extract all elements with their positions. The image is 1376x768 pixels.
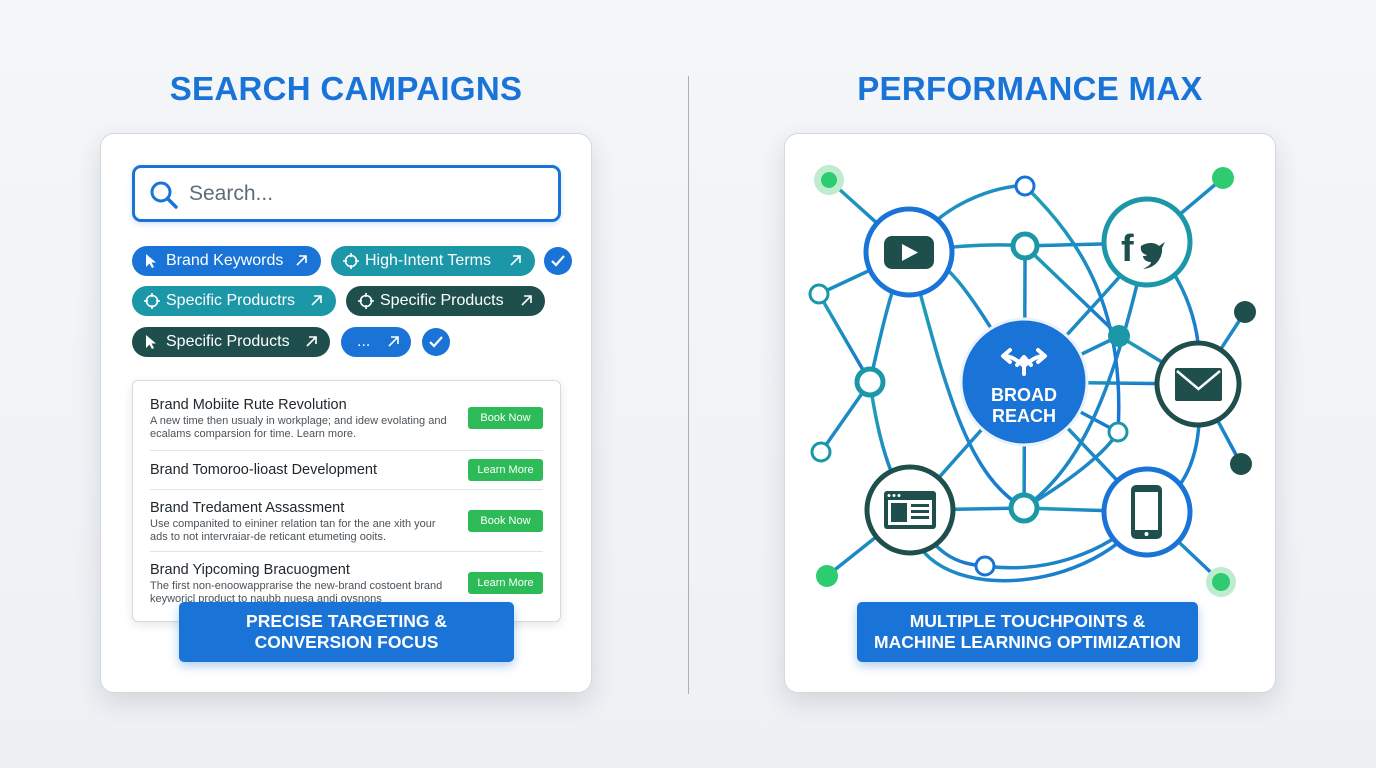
book-now-button[interactable]: Book Now <box>468 407 543 429</box>
banner-line: MULTIPLE TOUCHPOINTS & <box>909 611 1146 631</box>
chip-label: ... <box>357 333 371 350</box>
mobile-icon <box>1131 485 1162 539</box>
precise-targeting-banner: PRECISE TARGETING & CONVERSION FOCUS <box>179 602 514 662</box>
network-diagram: f <box>808 165 1256 597</box>
target-icon <box>358 293 374 309</box>
social-media-icon: f <box>1121 228 1165 270</box>
target-icon <box>343 253 359 269</box>
youtube-icon <box>884 236 934 269</box>
arrow-up-right-icon <box>306 336 317 347</box>
result-title[interactable]: Brand Tredament Assassment <box>150 500 345 516</box>
search-input[interactable] <box>189 180 549 208</box>
arrow-up-right-icon <box>296 255 307 266</box>
result-title[interactable]: Brand Mobiite Rute Revolution <box>150 397 347 413</box>
chip-label: Brand Keywords <box>166 252 284 269</box>
small-nodes <box>808 165 1256 597</box>
performance-max-title: PERFORMANCE MAX <box>857 70 1203 107</box>
hub-line: BROAD <box>991 385 1057 405</box>
mobile-node[interactable] <box>1101 466 1193 558</box>
banner-line: PRECISE TARGETING & <box>246 611 447 631</box>
chip-label: High-Intent Terms <box>365 252 491 269</box>
check-icon[interactable] <box>544 247 572 275</box>
search-campaigns-panel: Brand Keywords High-Intent Terms Specifi… <box>100 133 592 693</box>
search-result-row: Brand Tredament Assassment Use companite… <box>150 490 543 552</box>
keyword-chip-specific-products[interactable]: Specific Products <box>132 327 330 357</box>
social-media-node[interactable]: f <box>1101 196 1193 288</box>
search-result-row: Brand Mobiite Rute Revolution A new time… <box>150 381 543 451</box>
result-description: Use companited to eininer relation tan f… <box>150 518 436 543</box>
search-results-list: Brand Mobiite Rute Revolution A new time… <box>132 380 561 622</box>
result-description: A new time then usualy in workplage; and… <box>150 415 447 440</box>
email-node[interactable] <box>1154 340 1242 428</box>
email-icon <box>1175 368 1222 401</box>
chip-label: Specific Products <box>166 333 290 350</box>
broad-reach-hub[interactable] <box>959 317 1089 447</box>
chip-label: Specific Productrs <box>166 292 295 309</box>
keyword-chip-high-intent-terms[interactable]: High-Intent Terms <box>331 246 535 276</box>
keyword-chip-specific-products[interactable]: Specific Products <box>346 286 545 316</box>
target-icon <box>144 293 160 309</box>
arrow-up-right-icon <box>521 295 532 306</box>
arrow-up-right-icon <box>388 336 399 347</box>
banner-line: MACHINE LEARNING OPTIMIZATION <box>874 632 1181 652</box>
web-display-icon <box>884 491 936 529</box>
search-icon <box>150 181 178 209</box>
keyword-chip-specific-products[interactable]: Specific Productrs <box>132 286 336 316</box>
search-box[interactable] <box>132 165 561 222</box>
broad-reach-label: BROAD REACH <box>962 385 1086 427</box>
performance-max-panel: f <box>784 133 1276 693</box>
search-result-row: Brand Tomoroo-lioast Development Learn M… <box>150 451 543 490</box>
arrow-up-right-icon <box>311 295 322 306</box>
center-divider <box>688 76 689 694</box>
cursor-icon <box>146 335 156 349</box>
split-arrows-icon <box>1001 348 1047 376</box>
cursor-icon <box>146 254 156 268</box>
book-now-button[interactable]: Book Now <box>468 510 543 532</box>
hub-line: REACH <box>991 406 1056 426</box>
chip-label: Specific Products <box>380 292 504 309</box>
banner-line: CONVERSION FOCUS <box>254 632 439 652</box>
result-title[interactable]: Brand Tomoroo-lioast Development <box>150 462 378 478</box>
result-title[interactable]: Brand Yipcoming Bracuogment <box>150 562 350 578</box>
learn-more-button[interactable]: Learn More <box>468 572 543 594</box>
keyword-chip-brand-keywords[interactable]: Brand Keywords <box>132 246 321 276</box>
youtube-node[interactable] <box>863 206 955 298</box>
learn-more-button[interactable]: Learn More <box>468 459 543 481</box>
touchpoints-banner: MULTIPLE TOUCHPOINTS & MACHINE LEARNING … <box>857 602 1198 662</box>
web-display-node[interactable] <box>864 464 956 556</box>
keyword-chip-more[interactable]: ... <box>341 327 411 357</box>
svg-text:f: f <box>1121 228 1134 270</box>
arrow-up-right-icon <box>510 255 521 266</box>
search-campaigns-title: SEARCH CAMPAIGNS <box>169 70 523 107</box>
check-icon[interactable] <box>422 328 450 356</box>
